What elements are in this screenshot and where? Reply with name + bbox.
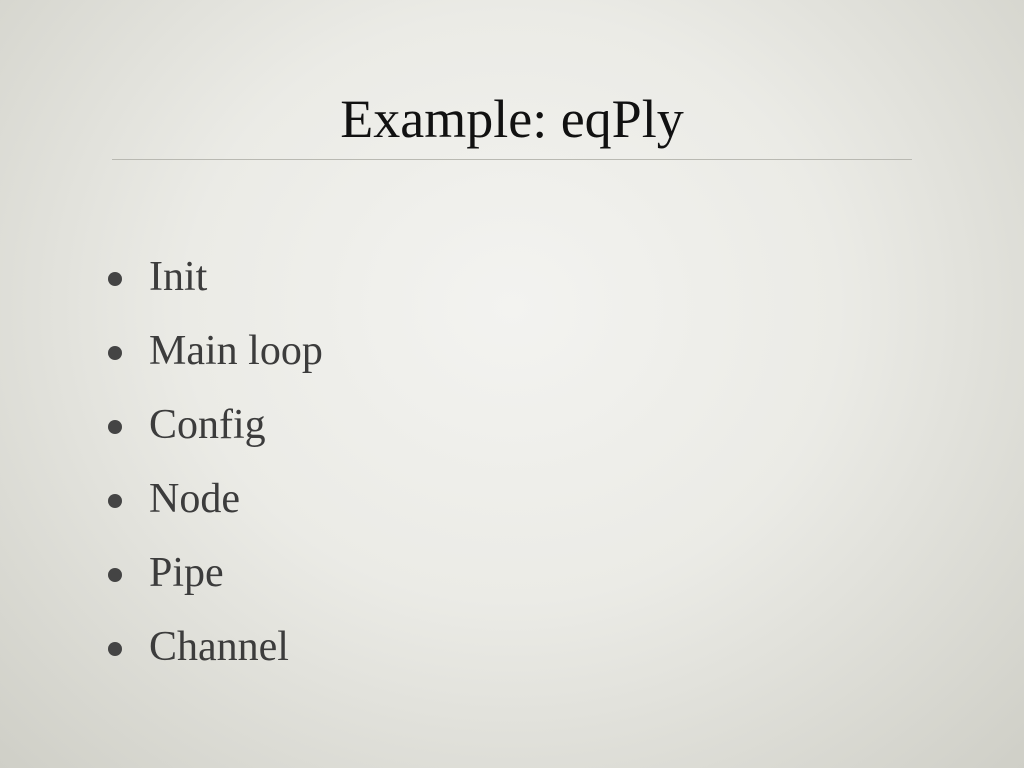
slide-title: Example: eqPly [340, 89, 684, 149]
bullet-text: Init [149, 254, 208, 300]
list-item: Main loop [108, 314, 323, 388]
list-item: Channel [108, 610, 323, 684]
list-item: Pipe [108, 536, 323, 610]
bullet-icon [108, 420, 122, 434]
bullet-text: Pipe [149, 550, 224, 596]
bullet-text: Node [149, 476, 240, 522]
list-item: Init [108, 240, 323, 314]
bullet-list: Init Main loop Config Node Pipe Channel [108, 240, 323, 684]
bullet-text: Main loop [149, 328, 323, 374]
list-item: Node [108, 462, 323, 536]
bullet-icon [108, 642, 122, 656]
list-item: Config [108, 388, 323, 462]
bullet-icon [108, 494, 122, 508]
bullet-icon [108, 568, 122, 582]
bullet-text: Config [149, 402, 266, 448]
bullet-icon [108, 272, 122, 286]
bullet-text: Channel [149, 624, 289, 670]
bullet-icon [108, 346, 122, 360]
title-divider [112, 159, 912, 160]
